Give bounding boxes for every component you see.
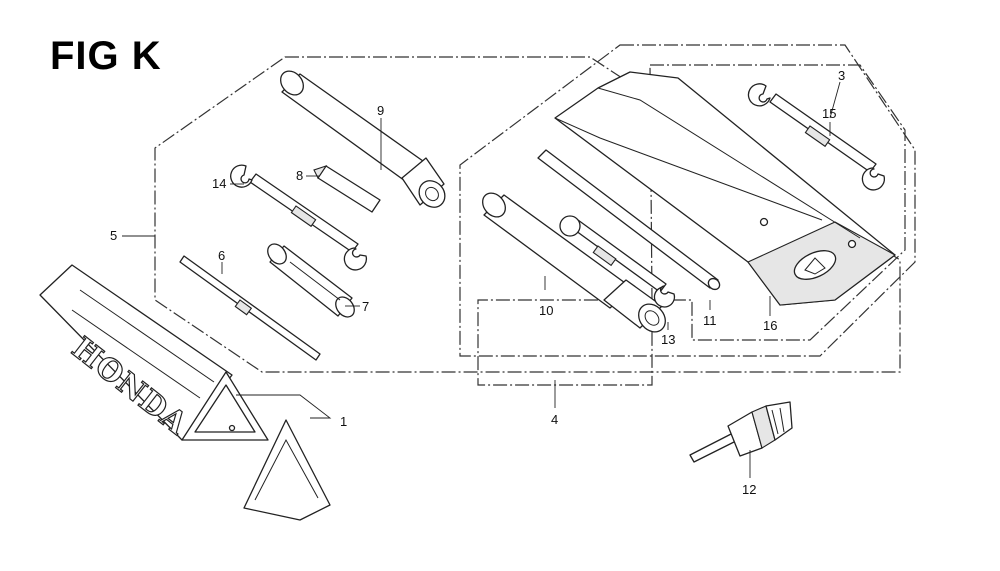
spark-plug xyxy=(689,401,793,463)
tool-bag xyxy=(554,71,897,306)
tool-bar xyxy=(537,149,721,291)
leader-lines xyxy=(122,81,841,478)
group-boundary-4 xyxy=(477,64,906,386)
callout-1: 1 xyxy=(340,414,347,429)
callout-3: 3 xyxy=(838,68,845,83)
spanner-13 xyxy=(559,215,676,308)
box-wrench-9 xyxy=(280,70,446,208)
callout-15: 15 xyxy=(822,106,836,121)
callout-10: 10 xyxy=(539,303,553,318)
callout-9: 9 xyxy=(377,103,384,118)
callout-5: 5 xyxy=(110,228,117,243)
callout-12: 12 xyxy=(742,482,756,497)
group-boundary-5 xyxy=(154,56,901,373)
spanner-14 xyxy=(230,164,368,271)
screwdriver-handle xyxy=(267,243,355,318)
callout-13: 13 xyxy=(661,332,675,347)
callout-6: 6 xyxy=(218,248,225,263)
spanner-15 xyxy=(747,83,886,191)
callout-4: 4 xyxy=(551,412,558,427)
figure-title: FIG K xyxy=(50,34,162,78)
box-wrench-10 xyxy=(482,192,666,333)
screwdriver-shaft xyxy=(179,255,321,361)
group-boundary-3 xyxy=(459,44,916,357)
callout-14: 14 xyxy=(212,176,226,191)
screwdriver-bit xyxy=(313,164,381,213)
callout-16: 16 xyxy=(763,318,777,333)
callout-7: 7 xyxy=(362,299,369,314)
callout-8: 8 xyxy=(296,168,303,183)
callout-11: 11 xyxy=(703,313,717,328)
tool-case: HONDA xyxy=(39,264,331,521)
